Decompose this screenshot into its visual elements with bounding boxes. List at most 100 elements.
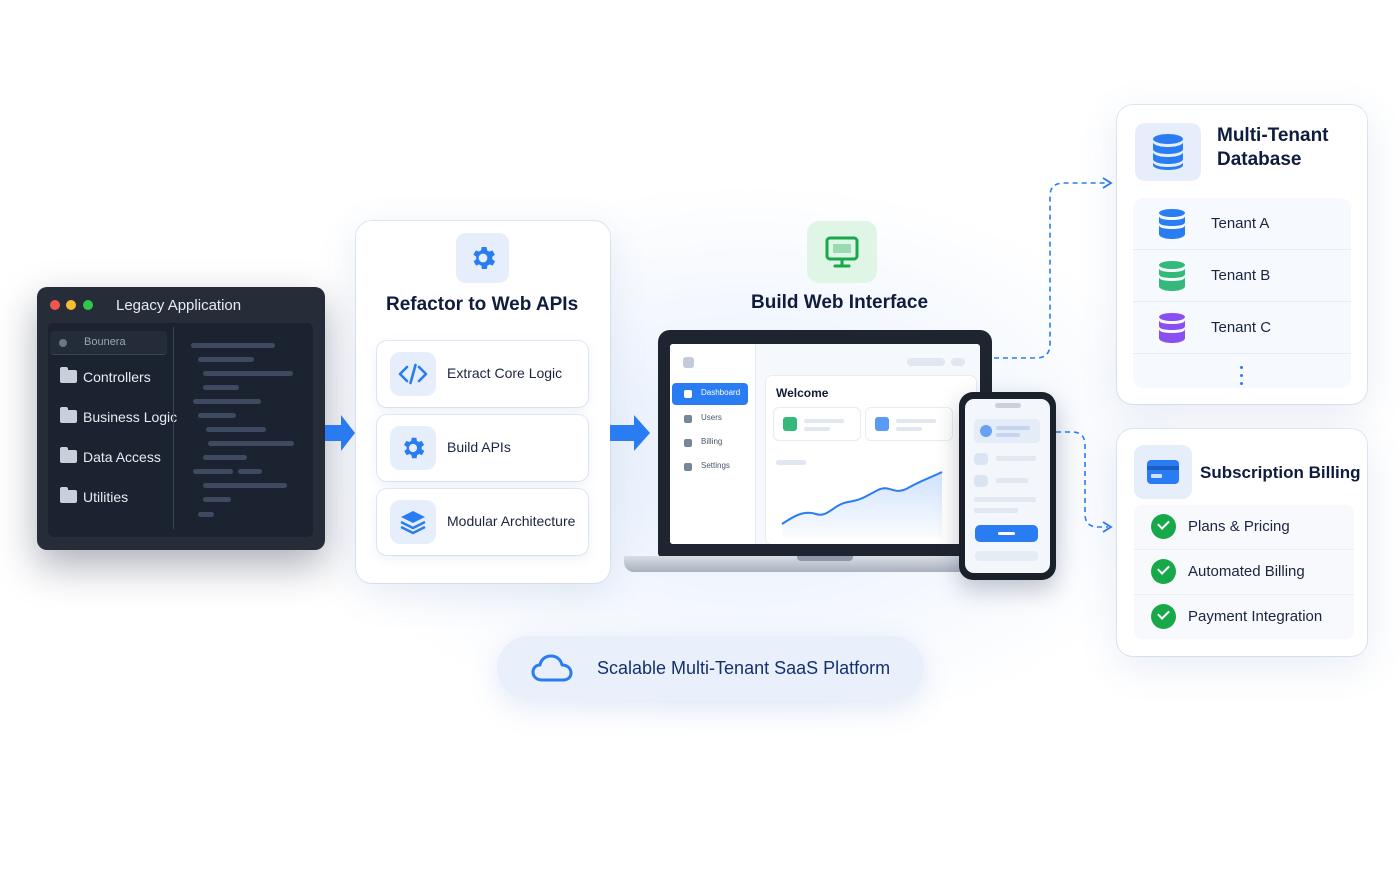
dashboard-icon	[684, 390, 692, 398]
side-header: Bounera	[50, 331, 167, 355]
web-interface-title: Build Web Interface	[751, 292, 929, 313]
side-header-label: Bounera	[84, 336, 126, 348]
arrow-right-icon	[610, 415, 650, 451]
database-icon	[1159, 209, 1185, 239]
billing-label: Automated Billing	[1188, 563, 1305, 580]
database-title: Multi-Tenant Database	[1217, 124, 1329, 172]
nav-label: Settings	[701, 461, 730, 470]
platform-label: Scalable Multi-Tenant SaaS Platform	[597, 658, 891, 678]
folder-label: Business Logic	[83, 409, 178, 425]
app-sidebar: Dashboard Users Billing Settings	[670, 344, 756, 544]
maximize-dot	[83, 300, 93, 310]
folder-label: Controllers	[83, 369, 151, 385]
folder-icon	[60, 447, 77, 463]
item-extract-core-logic: Extract Core Logic	[377, 341, 588, 407]
credit-card-icon	[1134, 445, 1192, 499]
billing-row-payment: Payment Integration	[1134, 595, 1354, 640]
legacy-panel: Bounera Controllers Business Logic Data …	[48, 323, 313, 537]
laptop-notch	[797, 556, 853, 561]
folder-icon	[60, 367, 77, 383]
gear-icon	[390, 426, 436, 470]
check-icon	[1151, 514, 1176, 539]
phone-card	[974, 419, 1040, 443]
folder-label: Utilities	[83, 489, 129, 505]
bullet-icon	[59, 339, 67, 347]
database-icon	[1159, 261, 1185, 291]
phone-speaker	[995, 403, 1021, 408]
item-label: Modular Architecture	[447, 513, 576, 529]
tenant-row-a: Tenant A	[1133, 198, 1351, 250]
close-dot	[50, 300, 60, 310]
phone-line	[974, 508, 1018, 513]
more-icon	[1240, 366, 1244, 390]
billing-card: Subscription Billing Plans & Pricing Aut…	[1117, 429, 1367, 656]
database-title-line1: Multi-Tenant	[1217, 125, 1329, 146]
billing-row-automated: Automated Billing	[1134, 550, 1354, 595]
welcome-heading: Welcome	[776, 386, 829, 400]
phone-row	[974, 451, 1040, 467]
stat-icon	[783, 417, 797, 431]
billing-row-plans: Plans & Pricing	[1134, 505, 1354, 550]
gear-icon	[456, 233, 509, 283]
settings-icon	[684, 463, 692, 471]
tenant-row-c: Tenant C	[1133, 302, 1351, 354]
nav-label: Billing	[701, 437, 723, 446]
users-icon	[684, 415, 692, 423]
database-icon	[1135, 123, 1201, 181]
item-label: Build APIs	[447, 439, 511, 455]
item-modular-architecture: Modular Architecture	[377, 489, 588, 555]
billing-list: Plans & Pricing Automated Billing Paymen…	[1134, 505, 1354, 639]
tenant-label: Tenant C	[1211, 319, 1272, 336]
nav-label: Dashboard	[701, 388, 741, 397]
user-icon	[683, 357, 694, 368]
billing-label: Payment Integration	[1188, 608, 1323, 625]
phone-action-button[interactable]	[975, 525, 1038, 542]
refactor-title: Refactor to Web APIs	[386, 294, 579, 315]
refactor-card: Refactor to Web APIs Extract Core Logic …	[356, 221, 610, 583]
check-icon	[1151, 559, 1176, 584]
phone-screen	[965, 399, 1050, 573]
legacy-app-window: Legacy Application Bounera Controllers B…	[37, 287, 325, 550]
item-label: Extract Core Logic	[447, 365, 563, 381]
laptop: Dashboard Users Billing Settings Welcome	[658, 330, 992, 557]
nav-dashboard[interactable]: Dashboard	[672, 383, 748, 405]
folder-label: Data Access	[83, 449, 161, 465]
nav-users[interactable]: Users	[672, 408, 748, 430]
stat-icon	[875, 417, 889, 431]
line-chart-graphic	[781, 471, 943, 538]
dashboard-main: Welcome	[766, 376, 976, 544]
panel-divider	[173, 327, 174, 529]
nav-billing[interactable]: Billing	[672, 432, 748, 454]
window-titlebar: Legacy Application	[37, 287, 325, 323]
folder-icon	[60, 487, 77, 503]
top-search-bar	[907, 358, 945, 366]
check-icon	[1151, 604, 1176, 629]
chart-label-bar	[776, 460, 806, 465]
platform-banner: Scalable Multi-Tenant SaaS Platform	[497, 636, 924, 700]
billing-label: Plans & Pricing	[1188, 518, 1290, 535]
nav-settings[interactable]: Settings	[672, 456, 748, 478]
phone-line	[975, 551, 1038, 561]
billing-title: Subscription Billing	[1200, 463, 1361, 482]
legacy-title: Legacy Application	[116, 297, 242, 314]
stat-card	[774, 408, 860, 440]
arrow-right-icon	[325, 415, 355, 451]
phone-row	[974, 473, 1040, 489]
database-icon	[1159, 313, 1185, 343]
database-card: Multi-Tenant Database Tenant A Tenant B	[1117, 105, 1367, 404]
layers-icon	[390, 500, 436, 544]
item-build-apis: Build APIs	[377, 415, 588, 481]
stat-card	[866, 408, 952, 440]
minimize-dot	[66, 300, 76, 310]
tenant-row-b: Tenant B	[1133, 250, 1351, 302]
phone	[959, 392, 1056, 580]
folder-icon	[60, 407, 77, 423]
phone-line	[974, 497, 1036, 502]
nav-label: Users	[701, 413, 722, 422]
billing-icon	[684, 439, 692, 447]
tenant-label: Tenant B	[1211, 267, 1271, 284]
top-badge	[951, 358, 965, 366]
cloud-icon	[531, 654, 573, 682]
laptop-display: Dashboard Users Billing Settings Welcome	[670, 344, 980, 544]
